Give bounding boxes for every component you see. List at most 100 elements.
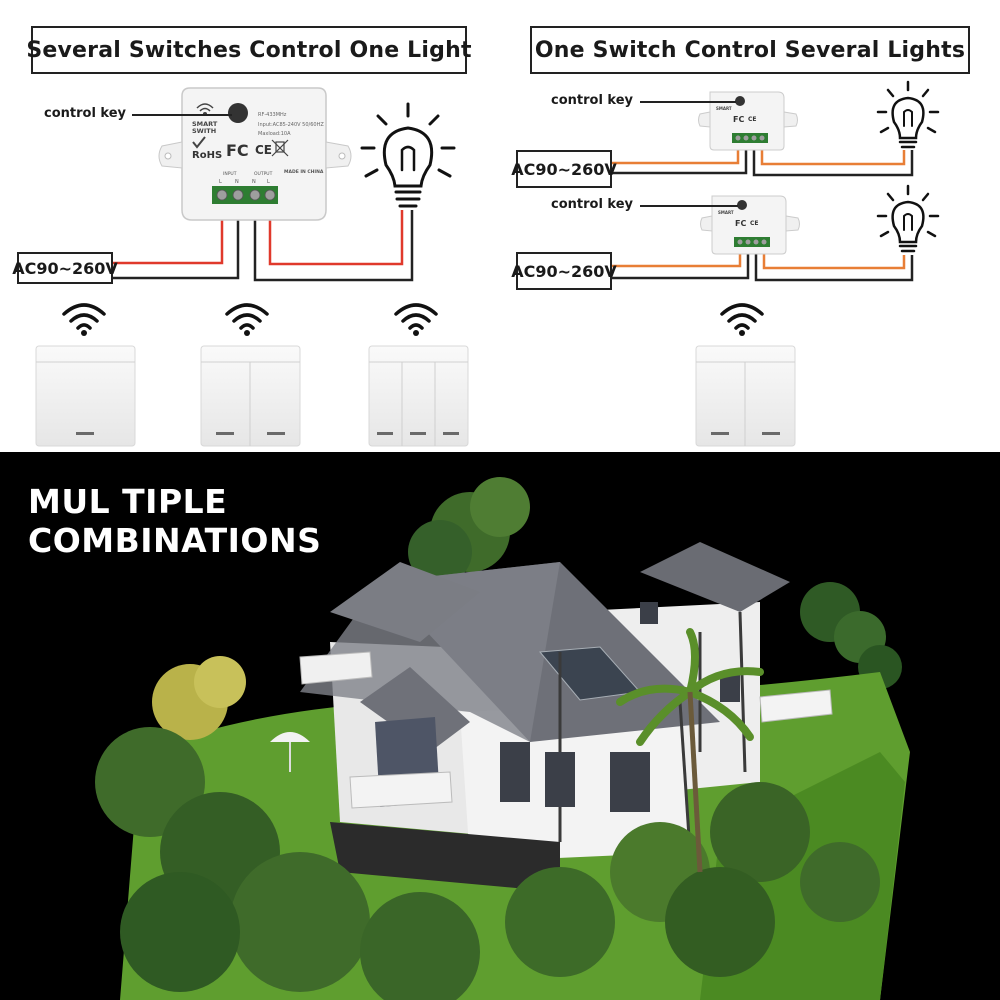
rb-light-bulb-icon [876,184,940,253]
left-module-rohs: RoHS [192,150,222,161]
photo-heading: MUL TIPLE COMBINATIONS [28,482,321,560]
rt-light-bulb-icon [876,80,940,149]
rt-module-ear-left [698,111,711,128]
switch-4-indicator-left [711,432,729,435]
left-module-output-label: OUTPUT [254,171,273,177]
switch-3-indicator-1 [377,432,393,435]
rt-wire-out-neutral [752,142,914,177]
rb-module-terminal-block [734,237,770,247]
left-module-ear-hole-right [338,152,346,160]
palm-tree [616,628,764,746]
rt-voltage-box: AC90~260V [511,150,617,188]
rb-module-ear-right [785,215,800,232]
switch-2-indicator-left [216,432,234,435]
switch-1-wifi-icon [62,303,106,330]
rb-control-key-label: control key [551,197,634,212]
rt-module-fc: FC [733,115,744,124]
left-module-brand-1: SMART [192,120,218,128]
right-bulbs [876,80,940,253]
rb-wire-out-neutral [754,246,914,282]
left-control-key-leader [132,114,232,116]
left-module-term-l: L [219,179,222,185]
switch-1-indicator [76,432,94,435]
left-voltage-box: AC90~260V [12,252,118,284]
rb-control-key-button[interactable] [737,200,747,210]
wireless-switch-1-gang[interactable] [35,345,136,447]
left-module-ear-hole-left [164,152,172,160]
trees-foreground-left [95,656,480,1000]
rb-module-ear-left [700,215,713,232]
left-module-fc: FC [226,141,249,160]
left-module-terminal-block [212,186,278,204]
left-module-spec-input: Input:AC85-240V 50/60HZ [258,122,324,128]
rb-control-key-leader [640,205,738,207]
wireless-switches [35,303,796,447]
left-wire-out-live [268,200,404,266]
house-base [330,822,560,892]
left-module-term-n2: N [252,179,256,185]
left-control-key-button[interactable] [228,103,248,123]
photo-heading-line-1: MUL TIPLE [28,482,228,521]
rt-module-terminal-block [732,133,768,143]
balcony-upper [299,651,373,685]
left-module-weee-icon [271,139,289,157]
switch-3-indicator-3 [443,432,459,435]
left-module-input-label: INPUT [223,171,237,177]
wireless-switch-2-gang[interactable] [200,345,301,447]
balcony-right [759,689,833,723]
left-module-spec-model: RF-433MHz [258,112,287,118]
trees-foreground-right [505,782,880,977]
switch-4-wifi-icon [720,303,764,330]
rb-wire-out-live [762,246,906,270]
trees-background-right [800,582,902,689]
house-model-photo [0,452,1000,1000]
rt-module-ear-right [783,111,798,128]
switch-2-wifi-icon [225,303,269,330]
right-bottom-wiring [612,246,914,282]
balcony-lower [349,771,453,809]
roof-left-gable [330,562,480,642]
switch-4-indicator-right [762,432,780,435]
left-wire-out-neutral [253,200,414,282]
right-panel-title: One Switch Control Several Lights [530,26,970,74]
switch-3-wifi-icon [394,303,438,330]
switch-3-indicator-2 [410,432,426,435]
left-module-check-icon [192,136,206,149]
left-control-key-label: control key [44,106,127,121]
rt-control-key-leader [640,101,736,103]
rb-module-fc: FC [735,219,746,228]
rb-module-ce: CE [750,220,759,227]
right-bottom-smart-module: SMART FC CE [700,195,800,255]
left-module-ear-right [325,141,352,169]
left-module-term-l2: L [267,179,270,185]
roof-right [640,542,790,612]
left-module-ce: CE [255,143,272,157]
garden-umbrella [270,732,310,742]
rt-wire-neutral [612,142,748,175]
left-light-bulb-icon [360,102,456,208]
rb-wire-neutral [612,246,750,280]
wireless-switch-3-gang[interactable] [368,345,469,447]
left-panel-title: Several Switches Control One Light [26,26,471,74]
house-illustration [95,477,910,1000]
left-module-origin: MADE IN CHINA [284,169,324,175]
left-module-brand-2: SWITH [192,127,216,135]
left-wire-neutral [113,200,240,280]
rt-control-key-label: control key [551,93,634,108]
trees-background-left [408,477,530,584]
rt-module-brand: SMART [716,106,732,111]
rt-control-key-button[interactable] [735,96,745,106]
wiring-diagram [113,142,914,282]
left-smart-module: SMART SWITH RoHS FC CE RF-433MHz Input:A… [158,87,352,221]
left-module-term-n1: N [235,179,239,185]
switch-2-indicator-right [267,432,285,435]
photo-heading-line-2: COMBINATIONS [28,521,322,560]
windows [500,602,740,812]
left-wiring [113,200,414,282]
wireless-switch-4-gang[interactable] [695,345,796,447]
right-top-smart-module: SMART FC CE [698,91,798,151]
rt-wire-out-live [760,142,906,166]
rb-voltage-box: AC90~260V [511,252,617,290]
rt-module-ce: CE [748,116,757,123]
left-wire-live [113,200,224,265]
